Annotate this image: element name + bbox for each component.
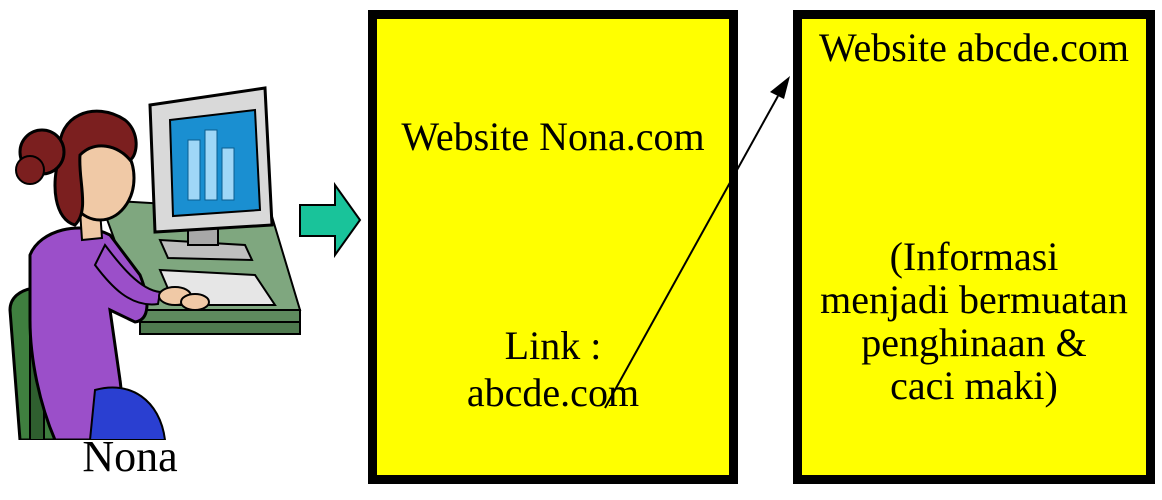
person-label: Nona	[82, 432, 178, 481]
website-nona-box: Website Nona.com Link : abcde.com	[368, 10, 738, 484]
website-abcde-box: Website abcde.com (Informasi menjadi ber…	[793, 10, 1155, 484]
info-line: penghinaan &	[861, 320, 1087, 365]
info-description: (Informasi menjadi bermuatan penghinaan …	[802, 235, 1146, 407]
website-nona-title: Website Nona.com	[401, 114, 705, 159]
info-line: (Informasi	[889, 234, 1059, 279]
link-target[interactable]: abcde.com	[466, 370, 640, 415]
website-abcde-title: Website abcde.com	[819, 25, 1129, 70]
diagonal-arrow-icon	[770, 76, 790, 99]
info-line: caci maki)	[890, 363, 1058, 408]
person-at-computer-clipart	[8, 86, 302, 440]
hair	[53, 109, 138, 227]
link-label: Link :	[504, 323, 602, 368]
info-line: menjadi bermuatan	[820, 277, 1128, 322]
